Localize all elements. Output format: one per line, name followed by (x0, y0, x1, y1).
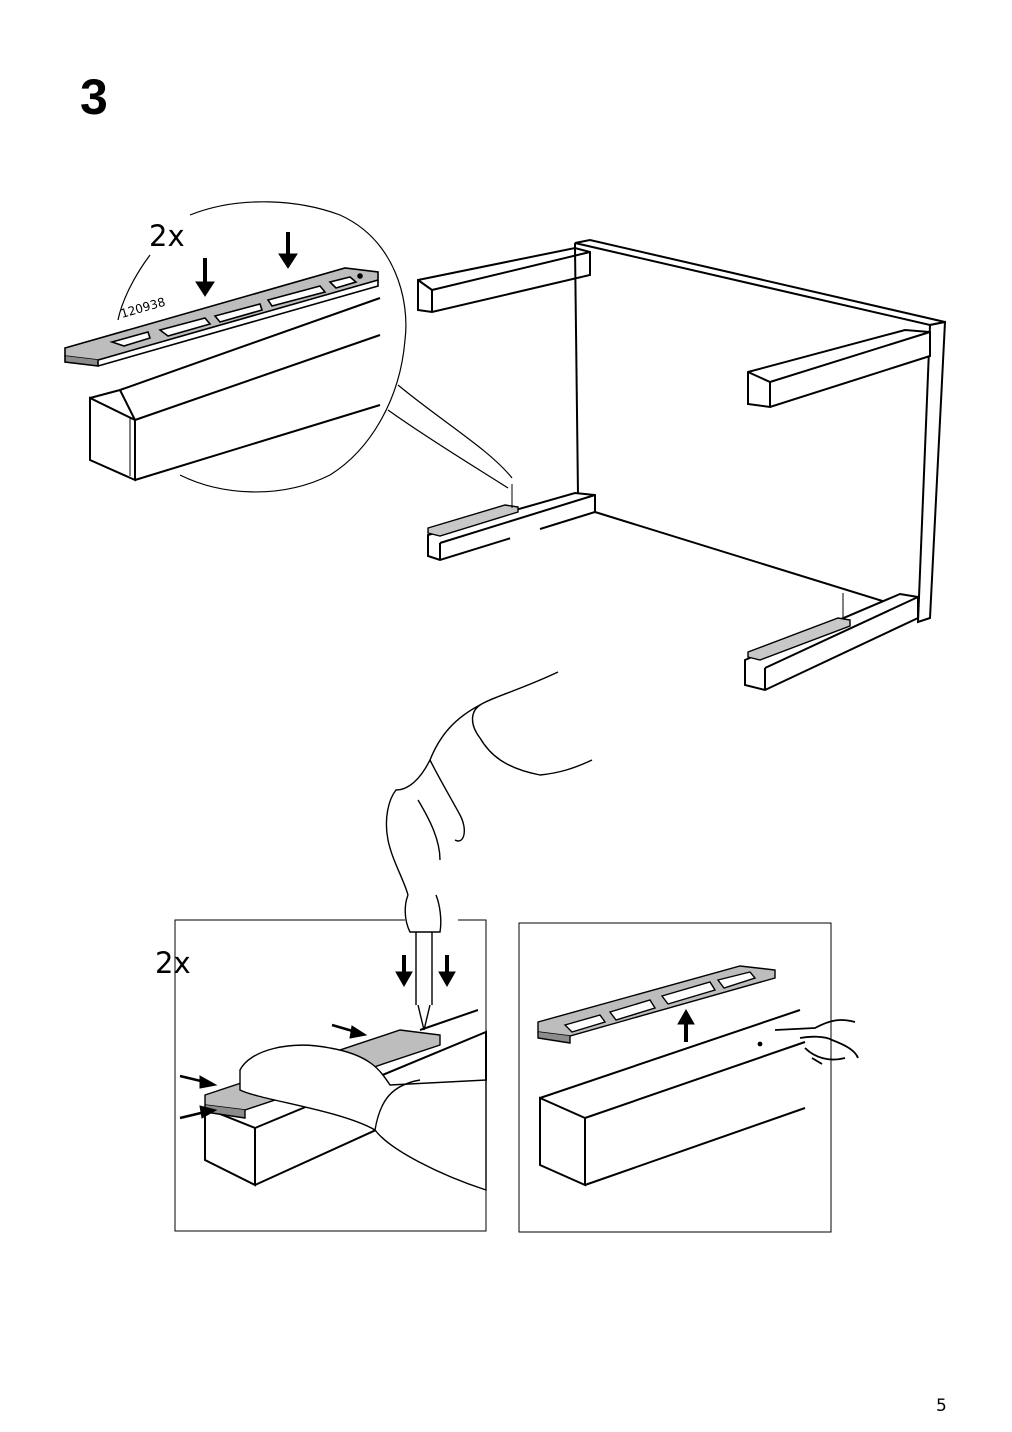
panel-right-plate (537, 965, 776, 1044)
frame-break-marks (509, 526, 841, 586)
page-number: 5 (936, 1396, 947, 1416)
detail-magnifier (117, 201, 513, 493)
panel-right (518, 922, 832, 1233)
pointing-hand-icon (757, 1019, 859, 1065)
table-frame (417, 238, 947, 692)
part-number-label: 120938 (119, 295, 167, 321)
fitting-plate-on-frame (427, 484, 851, 661)
press-arrow-icon (179, 1023, 368, 1120)
fitting-plate-detail (64, 267, 379, 367)
quantity-label-panel: 2x (155, 946, 191, 980)
hand-with-screwdriver (385, 671, 593, 1031)
step-number: 3 (80, 69, 108, 125)
press-down-arrow-icon (195, 232, 298, 297)
hand-pressing (239, 1044, 487, 1191)
panel-right-beam (539, 1009, 806, 1187)
screw-down-arrow-icon (395, 955, 456, 988)
rail-beam-detail (89, 297, 381, 482)
panel-left (174, 919, 487, 1232)
quantity-label-detail: 2x (149, 219, 185, 253)
lift-up-arrow-icon (677, 1008, 695, 1042)
